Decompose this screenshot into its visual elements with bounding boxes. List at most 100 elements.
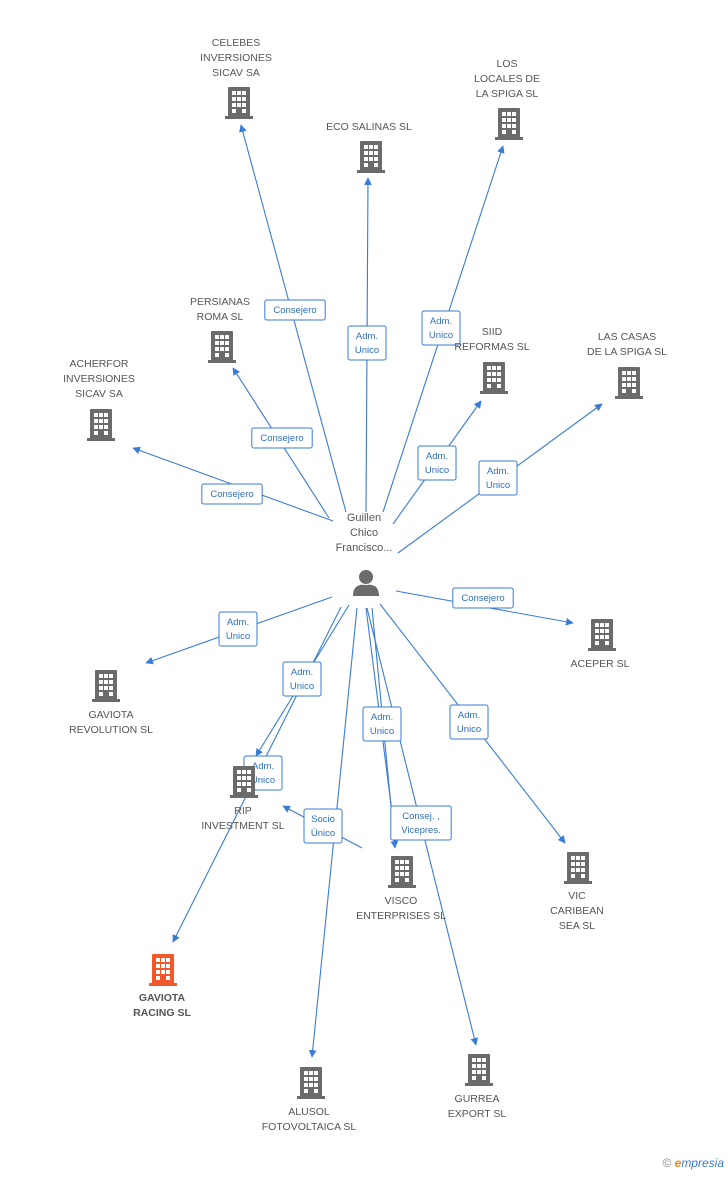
edge-label-rip[interactable]: Adm.Unico: [282, 661, 322, 697]
building-icon: [588, 619, 616, 651]
edge-label-text: Adm.: [426, 451, 448, 462]
edge-label-box: [264, 299, 326, 321]
company-node-gaviota_rev[interactable]: GAVIOTA REVOLUTION SL: [69, 670, 153, 736]
company-label: GURREA: [455, 1093, 500, 1105]
edge-label-text: Unico: [355, 345, 379, 356]
company-label: SEA SL: [559, 920, 595, 932]
building-icon: [465, 1054, 493, 1086]
company-label: INVESTMENT SL: [201, 820, 284, 832]
company-label: GAVIOTA: [88, 709, 133, 721]
edge-label-visco[interactable]: Adm.Unico: [362, 706, 402, 742]
company-node-casas[interactable]: LAS CASAS DE LA SPIGA SL: [587, 331, 667, 399]
company-label: INVERSIONES: [63, 373, 135, 385]
edge-label-text: Unico: [251, 775, 275, 786]
person-node[interactable]: GuillenChicoFrancisco...: [336, 512, 393, 596]
edge-label-eco[interactable]: Adm. Unico: [347, 325, 387, 361]
company-label: RIP: [234, 805, 252, 817]
company-label: LAS CASAS: [598, 331, 656, 343]
person-name: Francisco...: [336, 542, 393, 554]
edge-label-box: [303, 808, 343, 844]
person-icon: [353, 570, 379, 596]
company-node-rip[interactable]: RIP INVESTMENT SL: [201, 766, 285, 832]
edge-label-box: [390, 805, 452, 841]
edge-label-text: Adm.: [356, 331, 378, 342]
edge-label-box: [417, 445, 457, 481]
company-label: DE LA SPIGA SL: [587, 346, 667, 358]
edge-label-text: Adm.: [227, 617, 249, 628]
edge-label-text: Adm.: [430, 316, 452, 327]
company-label: LOCALES DE: [474, 73, 540, 85]
company-node-aceper[interactable]: ACEPER SL: [571, 619, 630, 670]
edge-label-text: Socio: [311, 814, 335, 825]
brand-initial: e: [674, 1156, 682, 1170]
edge-label-text: Consejero: [461, 593, 504, 604]
edge-label-box: [452, 587, 514, 609]
company-node-acherfor[interactable]: ACHERFOR INVERSIONES SICAV SA: [63, 358, 135, 441]
edge-label-text: Consejero: [273, 305, 316, 316]
edge-label-box: [449, 704, 489, 740]
edge-label-text: Consejero: [260, 433, 303, 444]
edge-label-locales[interactable]: Adm. Unico: [421, 310, 461, 346]
edge-label-box: [251, 427, 313, 449]
company-label: EXPORT SL: [448, 1108, 507, 1120]
building-icon: [615, 367, 643, 399]
building-icon: [230, 766, 258, 798]
company-label: ECO SALINAS SL: [326, 121, 412, 133]
edge-label-aceper[interactable]: Consejero: [452, 587, 514, 609]
edge-label-text: Adm.: [487, 466, 509, 477]
company-node-eco[interactable]: ECO SALINAS SL: [326, 121, 412, 173]
company-label: FOTOVOLTAICA SL: [262, 1121, 357, 1133]
building-icon: [92, 670, 120, 702]
edge-label-text: Adm.: [458, 710, 480, 721]
edge-label-siid[interactable]: Adm. Unico: [417, 445, 457, 481]
empresia-brand: © empresia: [662, 1156, 724, 1170]
edge-label-box: [218, 611, 258, 647]
company-label: SICAV SA: [75, 388, 123, 400]
building-icon: [357, 141, 385, 173]
edge-label-acherfor[interactable]: Consejero: [201, 483, 263, 505]
edge-label-casas[interactable]: Adm. Unico: [478, 460, 518, 496]
person-name: Chico: [350, 527, 378, 539]
edge-label-text: Adm.: [291, 667, 313, 678]
company-node-gurrea[interactable]: GURREA EXPORT SL: [448, 1054, 507, 1120]
company-label: PERSIANAS: [190, 296, 250, 308]
company-label: LOS: [496, 58, 517, 70]
building-icon: [495, 108, 523, 140]
edge-label-text: Unico: [425, 465, 449, 476]
edge-label-text: Unico: [370, 726, 394, 737]
edge-label-text: Unico: [486, 480, 510, 491]
company-label: REVOLUTION SL: [69, 724, 153, 736]
company-label: INVERSIONES: [200, 52, 272, 64]
company-label: LA SPIGA SL: [476, 88, 539, 100]
company-label: ACHERFOR: [70, 358, 129, 370]
building-icon: [225, 87, 253, 119]
edge-label-text: Unico: [226, 631, 250, 642]
edge-label-text: Unico: [429, 330, 453, 341]
edge-label-persianas[interactable]: Consejero: [251, 427, 313, 449]
edge-label-text: Adm.: [252, 761, 274, 772]
company-label: ACEPER SL: [571, 658, 630, 670]
edge-label-celebes[interactable]: Consejero: [264, 299, 326, 321]
edge-label-text: Unico: [457, 724, 481, 735]
building-icon: [480, 362, 508, 394]
edge-label-gaviota_rev[interactable]: Adm. Unico: [218, 611, 258, 647]
edge-label-text: Consejero: [210, 489, 253, 500]
company-node-locales[interactable]: LOS LOCALES DE LA SPIGA SL: [474, 58, 540, 140]
company-label: RACING SL: [133, 1007, 191, 1019]
edge-label-box: [421, 310, 461, 346]
company-label: CARIBEAN: [550, 905, 604, 917]
edge-label-vic[interactable]: Adm. Unico: [449, 704, 489, 740]
edge-label-text: Único: [311, 828, 335, 839]
edge-label-visco[interactable]: Consej. ,Vicepres.: [390, 805, 452, 841]
building-icon: [564, 852, 592, 884]
edge-label-box: [362, 706, 402, 742]
